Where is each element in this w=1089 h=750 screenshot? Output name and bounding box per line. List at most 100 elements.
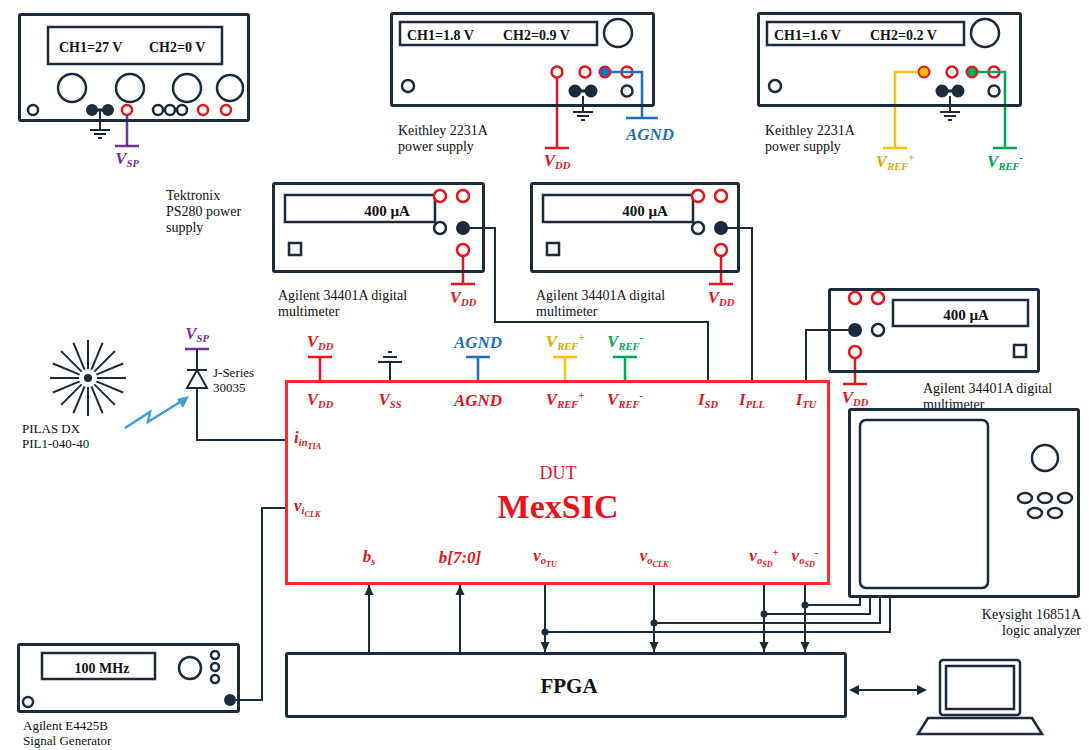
tektronix-panel (173, 74, 201, 102)
display-text: CH2=0.9 V (503, 28, 570, 44)
multimeter-panel (715, 190, 727, 202)
multimeter-panel (709, 256, 733, 284)
text-part: DD (555, 160, 570, 171)
keithley-panel (604, 19, 632, 47)
multimeter-panel (289, 243, 301, 255)
text-part: CLK (652, 560, 668, 569)
arrowhead (541, 642, 550, 652)
display-text: CH2=0.2 V (870, 28, 937, 44)
signal-wire (365, 585, 374, 652)
text-part: REF (618, 399, 639, 410)
photodiode-symbol (197, 388, 285, 440)
keithley-panel (580, 67, 591, 78)
text-part: V (607, 390, 618, 409)
supply-net: VDD (307, 332, 334, 354)
signal-wire (485, 228, 708, 380)
text-part: - (815, 547, 819, 558)
ground-symbol (573, 96, 593, 120)
logic-analyzer-panel (1018, 493, 1032, 503)
text-part: + (578, 390, 584, 401)
text-part: b (363, 547, 372, 566)
signal-wire (368, 585, 370, 652)
pin-name: VSS (378, 390, 401, 412)
supply-net: VREF- (987, 152, 1023, 174)
text-part: v (533, 546, 541, 565)
text-part: CLK (304, 510, 320, 519)
display-text: CH1=27 V (59, 40, 122, 56)
text-part: V (708, 288, 719, 307)
supply-net: VSP (185, 324, 209, 346)
ground-symbol (940, 96, 960, 120)
tektronix-panel (28, 105, 38, 115)
keithley-panel (586, 86, 597, 97)
pin-name: AGND (454, 391, 502, 411)
text-part: in (299, 437, 308, 448)
part-name: PILAS DX PIL1-040-40 (22, 422, 110, 452)
text-part: + (773, 547, 779, 558)
multimeter-panel (457, 190, 469, 202)
keithley-panel (552, 67, 563, 78)
digital-multimeter: 400 µAAgilent 34401A digital multimeter (530, 182, 740, 273)
text-part: I (698, 390, 705, 409)
ground-symbol (940, 96, 960, 120)
tektronix-panel (221, 105, 231, 115)
keithley-panel (400, 19, 633, 97)
dut-supply-pin (613, 357, 637, 380)
supply-wire (883, 72, 918, 148)
keithley-panel (400, 22, 597, 45)
keithley-panel (767, 22, 964, 45)
junction-dot (802, 602, 809, 609)
text-part: v (640, 546, 648, 565)
logic-analyzer: Keysight 16851A logic analyzer (848, 408, 1080, 598)
laser-source (84, 374, 92, 382)
text-part: SD (762, 560, 772, 569)
instrument-caption: Keithley 2231A power supply (765, 123, 885, 155)
display-text: CH1=1.6 V (774, 28, 841, 44)
data-link-arrow (849, 685, 859, 695)
dut-supply-pin (378, 352, 402, 380)
multimeter-panel (692, 222, 704, 234)
text-part: i (294, 428, 299, 447)
signal-wire (740, 228, 752, 380)
supply-net: VDD (708, 288, 735, 310)
multimeter-panel (434, 190, 446, 202)
text-part: REF (557, 399, 578, 410)
pin-name: ITU (796, 390, 817, 412)
signal-generator-panel (179, 657, 201, 679)
text-part: o (541, 555, 546, 566)
multimeter-panel (1014, 345, 1026, 357)
logic-analyzer-panel (860, 420, 1072, 588)
text-part: v (294, 496, 302, 515)
laser-source (97, 377, 126, 379)
display-text: MexSIC (498, 487, 619, 526)
tektronix-panel (87, 105, 97, 115)
text-part: - (639, 332, 643, 343)
pin-name: b[7:0] (439, 548, 481, 568)
multimeter-panel (434, 222, 446, 234)
text-part: REF (998, 161, 1019, 172)
photodiode-symbol (187, 349, 207, 370)
ground-symbol (573, 96, 593, 120)
text-part: o (757, 555, 762, 566)
laptop-icon (918, 660, 1042, 734)
tektronix-panel (116, 74, 144, 102)
multimeter-panel (893, 300, 1028, 326)
pin-name: VREF+ (546, 390, 584, 412)
data-link-arrow (917, 685, 927, 695)
supply-net: VSP (115, 149, 139, 171)
tektronix-panel (28, 27, 243, 115)
keithley-panel (402, 80, 414, 92)
supply-net: VREF+ (546, 332, 584, 354)
tektronix-panel (58, 74, 86, 102)
instrument-caption: Tektronix PS280 power supply (166, 188, 254, 236)
text-part: s (371, 556, 375, 567)
ground-symbol (90, 110, 110, 138)
keithley-panel (769, 80, 781, 92)
part-name: J-Series 30035 (213, 366, 278, 396)
text-part: o (647, 555, 652, 566)
text-part: V (378, 390, 389, 409)
ground-symbol (90, 110, 110, 138)
pin-name: ISD (698, 390, 718, 412)
fpga-board: FPGA (285, 652, 847, 718)
multimeter-panel (457, 244, 469, 256)
